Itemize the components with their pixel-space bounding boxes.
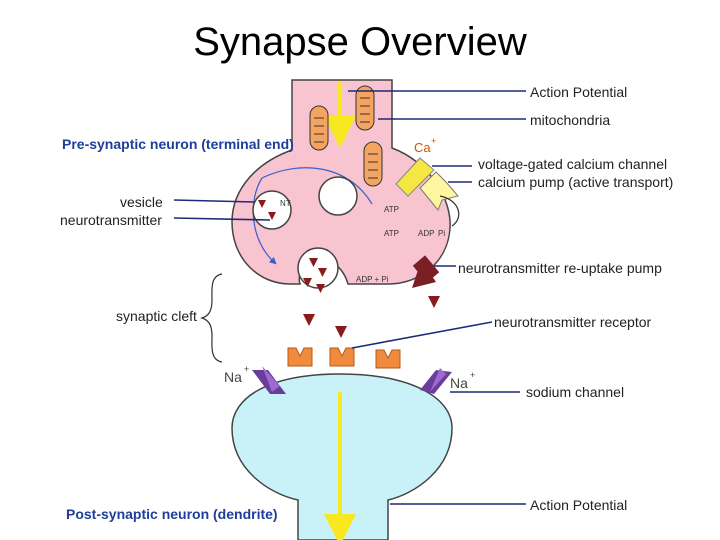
mitochondria-label: mitochondria <box>530 112 610 128</box>
sodium-channel-left <box>252 366 286 394</box>
sodium-ion-label-right: Na <box>450 375 468 391</box>
sodium-ion-charge-left: + <box>244 364 249 374</box>
calcium-ion-charge: + <box>431 136 436 146</box>
sodium-channel-right <box>420 368 452 394</box>
receptor-label: neurotransmitter receptor <box>494 314 652 330</box>
mitochondrion <box>309 105 329 151</box>
neurotransmitter-cleft <box>335 326 347 338</box>
neurotransmitter-label: neurotransmitter <box>60 212 162 228</box>
neurotransmitter-receptor <box>287 347 313 367</box>
sodium-channel-label: sodium channel <box>526 384 624 400</box>
releasing-vesicle <box>297 247 339 293</box>
vesicle-with-neurotransmitter: NT <box>252 190 292 230</box>
presynaptic-label: Pre-synaptic neuron (terminal end) <box>62 136 294 152</box>
nt-label: NT <box>280 199 291 208</box>
adp-label: ADP <box>418 229 434 238</box>
calcium-pump-return <box>439 195 460 227</box>
neurotransmitter-cleft <box>428 296 440 308</box>
sodium-ion-charge-right: + <box>470 370 475 380</box>
pi-label: Pi <box>438 229 445 238</box>
calcium-ion-label: Ca <box>414 140 431 155</box>
adp-pi-label: ADP + Pi <box>356 275 389 284</box>
slide-title: Synapse Overview <box>193 20 527 64</box>
voltage-gated-calcium-channel <box>395 157 435 197</box>
pointer-lines <box>173 90 526 505</box>
synaptic-cleft-brace <box>200 273 223 363</box>
sodium-ion-label-left: Na <box>224 369 242 385</box>
calcium-pump <box>419 171 459 211</box>
atp-label: ATP <box>384 229 399 238</box>
empty-vesicle <box>318 176 358 216</box>
action-potential-label-top: Action Potential <box>530 84 627 100</box>
voltage-gated-label: voltage-gated calcium channel <box>478 156 667 172</box>
mitochondrion <box>355 85 375 131</box>
neurotransmitter-cleft <box>303 314 315 326</box>
postsynaptic-label: Post-synaptic neuron (dendrite) <box>66 506 278 522</box>
mitochondrion <box>363 141 383 187</box>
neurotransmitter-receptor <box>329 347 355 367</box>
vesicle-label: vesicle <box>120 194 163 210</box>
neurotransmitter-receptor <box>375 349 401 369</box>
action-potential-label-bottom: Action Potential <box>530 497 627 513</box>
calcium-pump-label: calcium pump (active transport) <box>478 174 673 190</box>
atp-label: ATP <box>384 205 399 214</box>
reuptake-pump-label: neurotransmitter re-uptake pump <box>458 260 662 276</box>
synaptic-cleft-label: synaptic cleft <box>116 308 197 324</box>
